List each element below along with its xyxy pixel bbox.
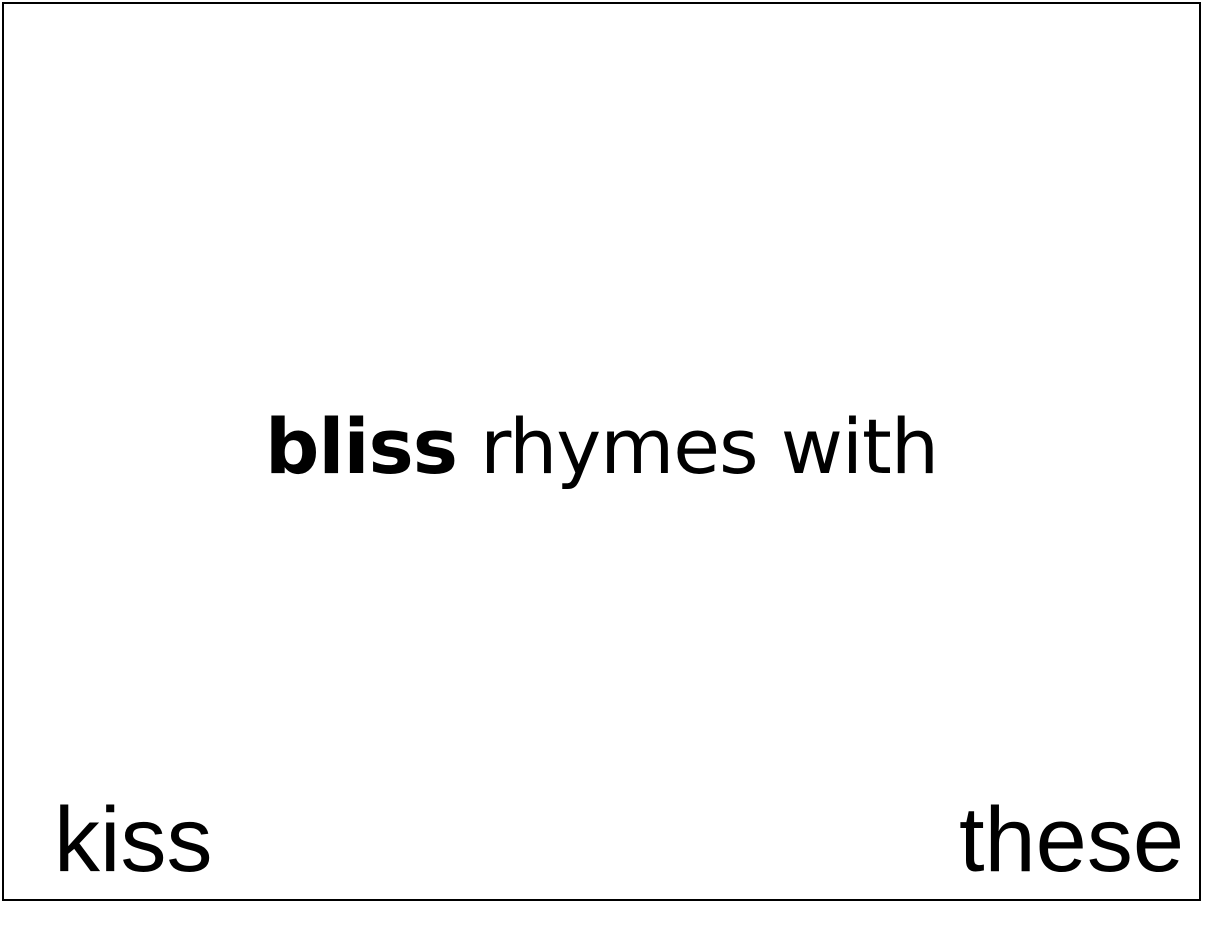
prompt-connector: rhymes with bbox=[480, 402, 939, 491]
stimulus-frame: bliss rhymes with bbox=[2, 2, 1201, 901]
choice-right[interactable]: these bbox=[958, 789, 1184, 891]
prompt-sentence: bliss rhymes with bbox=[4, 409, 1199, 485]
target-word: bliss bbox=[265, 402, 458, 491]
choice-left[interactable]: kiss bbox=[54, 789, 213, 891]
